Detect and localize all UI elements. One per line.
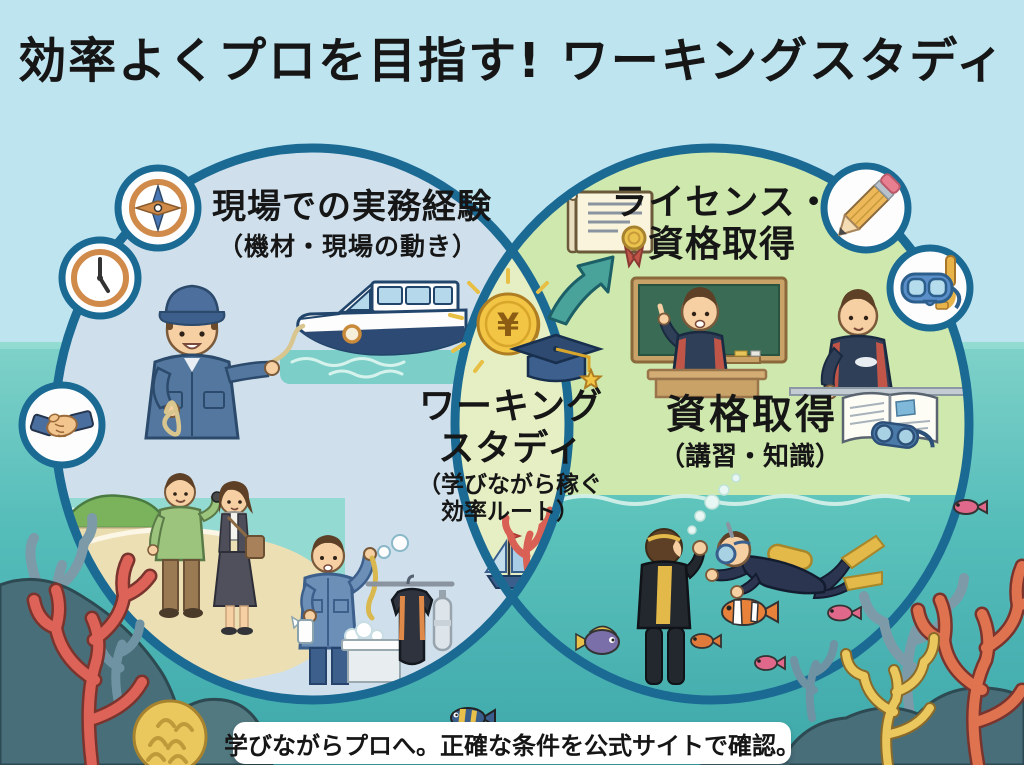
coral-brain-yellow xyxy=(132,699,208,765)
boat xyxy=(296,280,468,356)
overlap-subheading-line2: 効率ルート） xyxy=(441,498,579,525)
right-circle-section-subheading: （講習・知識） xyxy=(658,442,842,472)
overlap-heading-line2: スタディ xyxy=(438,427,584,469)
beach-person-woman xyxy=(212,481,265,635)
diver-standing xyxy=(636,528,708,685)
overlap-heading: ワーキング スタディ xyxy=(419,386,603,470)
fish-purple xyxy=(575,625,620,655)
gear-washer xyxy=(290,534,409,685)
washing-station xyxy=(341,621,407,683)
coral-orange-right xyxy=(910,558,1024,765)
right-circle-heading: ライセンス・ 資格取得 xyxy=(611,182,832,266)
coral-red-left xyxy=(26,552,158,765)
footer-banner: 学びながらプロへ。正確な条件を公式サイトで確認。 xyxy=(224,722,800,764)
dock-worker xyxy=(144,284,306,440)
boat-water xyxy=(280,350,476,384)
page-title: 効率よくプロを目指す! ワーキングスタディ xyxy=(18,33,1006,89)
growth-arrow-icon xyxy=(547,255,615,326)
fish-orange xyxy=(690,633,722,649)
right-circle-border xyxy=(450,143,974,705)
pencil-icon xyxy=(820,162,912,254)
diver-swimming xyxy=(705,522,886,600)
fish-pink-b xyxy=(827,604,862,622)
fish-pink-a xyxy=(754,655,786,671)
wetsuit-rack xyxy=(365,574,455,666)
coin-symbol: ¥ xyxy=(497,306,519,344)
left-circle-subheading: （機材・現場の動き） xyxy=(217,232,479,261)
dive-mask-on-book xyxy=(870,421,935,449)
left-circle-heading: 現場での実務経験 xyxy=(212,187,492,227)
lectern-desk xyxy=(646,368,768,399)
overlap-subheading-line1: （学びながら稼ぐ xyxy=(418,472,602,498)
coral-yellow-right xyxy=(840,632,940,765)
overlap-subheading: （学びながら稼ぐ 効率ルート） xyxy=(418,472,602,525)
right-circle-heading-line2: 資格取得 xyxy=(647,223,796,265)
compass-icon xyxy=(114,164,202,252)
coral-blue-right-small xyxy=(790,640,838,722)
left-circle-experience xyxy=(55,148,569,700)
overlap-heading-line1: ワーキング xyxy=(419,386,603,427)
bubbles xyxy=(687,473,741,535)
handshake-icon xyxy=(18,381,106,469)
clownfish xyxy=(721,598,779,626)
dive-mask-icon xyxy=(886,244,974,332)
fish-pink-outside xyxy=(953,499,988,515)
clock-icon xyxy=(58,236,142,320)
star-icon xyxy=(578,367,604,391)
footer-note: 学びながらプロへ。正確な条件を公式サイトで確認。 xyxy=(224,731,800,760)
coin-icon: ¥ xyxy=(448,268,566,373)
right-circle-section-heading: 資格取得 xyxy=(666,392,838,438)
right-circle-heading-line1: ライセンス・ xyxy=(611,182,833,223)
graduation-cap-icon xyxy=(508,333,605,391)
certificate-icon xyxy=(566,190,654,269)
